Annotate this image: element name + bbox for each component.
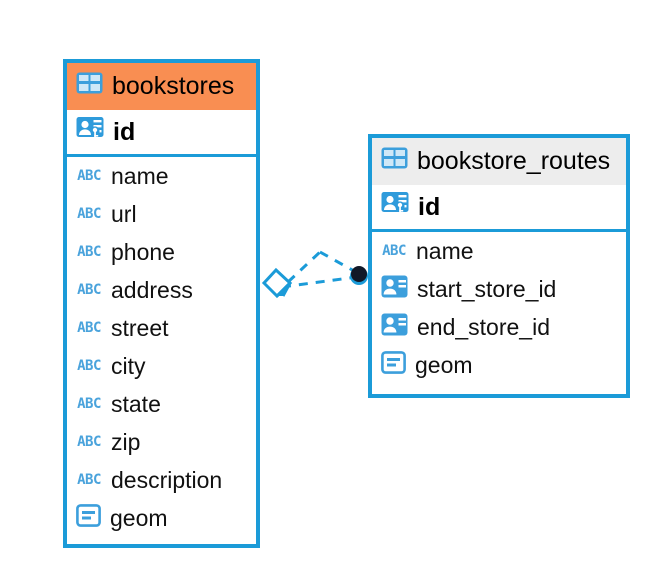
field-label: start_store_id [417, 275, 557, 302]
field-row-name[interactable]: ABC name [372, 232, 626, 270]
field-label: street [111, 314, 169, 341]
field-label: zip [111, 428, 141, 455]
field-row-street[interactable]: ABC street [67, 309, 256, 347]
field-label: url [111, 200, 137, 227]
field-row-url[interactable]: ABC url [67, 195, 256, 233]
field-row-geom[interactable]: geom [372, 346, 626, 384]
field-row-primary-key[interactable]: id [67, 110, 256, 157]
field-label: name [416, 237, 474, 264]
field-row-end-store-id[interactable]: end_store_id [372, 308, 626, 346]
field-label: id [418, 192, 441, 221]
field-label: phone [111, 238, 175, 265]
text-type-icon: ABC [77, 205, 101, 222]
text-type-icon: ABC [77, 167, 101, 184]
text-type-icon: ABC [77, 471, 101, 488]
text-type-icon: ABC [77, 357, 101, 374]
entity-bookstores[interactable]: bookstores [63, 59, 260, 548]
field-row-city[interactable]: ABC city [67, 347, 256, 385]
field-row-address[interactable]: ABC address [67, 271, 256, 309]
table-icon [381, 147, 408, 176]
text-type-icon: ABC [382, 242, 406, 259]
field-row-state[interactable]: ABC state [67, 385, 256, 423]
field-label: id [113, 117, 136, 146]
text-type-icon: ABC [77, 243, 101, 260]
geometry-type-icon [381, 350, 406, 380]
field-row-zip[interactable]: ABC zip [67, 423, 256, 461]
text-type-icon: ABC [77, 319, 101, 336]
entity-title: bookstores [112, 72, 235, 100]
field-row-geom[interactable]: geom [67, 499, 256, 537]
field-row-description[interactable]: ABC description [67, 461, 256, 499]
field-label: city [111, 352, 146, 379]
field-label: state [111, 390, 161, 417]
entity-title: bookstore_routes [417, 147, 611, 175]
entity-header-bookstores[interactable]: bookstores [67, 63, 256, 110]
field-row-phone[interactable]: ABC phone [67, 233, 256, 271]
entity-bookstore-routes[interactable]: bookstore_routes [368, 134, 630, 398]
field-label: name [111, 162, 169, 189]
entity-header-bookstore-routes[interactable]: bookstore_routes [372, 138, 626, 185]
geometry-type-icon [76, 503, 101, 533]
field-label: description [111, 466, 223, 493]
relationship-source-marker [261, 267, 293, 299]
relationship-target-marker [350, 266, 368, 285]
field-label: address [111, 276, 193, 303]
field-label: geom [415, 351, 473, 378]
field-label: geom [110, 504, 168, 531]
text-type-icon: ABC [77, 395, 101, 412]
foreign-key-icon [381, 313, 408, 342]
text-type-icon: ABC [77, 433, 101, 450]
field-row-primary-key[interactable]: id [372, 185, 626, 232]
field-row-start-store-id[interactable]: start_store_id [372, 270, 626, 308]
field-label: end_store_id [417, 313, 550, 340]
text-type-icon: ABC [77, 281, 101, 298]
field-row-name[interactable]: ABC name [67, 157, 256, 195]
primary-key-icon [381, 191, 409, 224]
foreign-key-icon [381, 275, 408, 304]
primary-key-icon [76, 116, 104, 149]
table-icon [76, 72, 103, 101]
